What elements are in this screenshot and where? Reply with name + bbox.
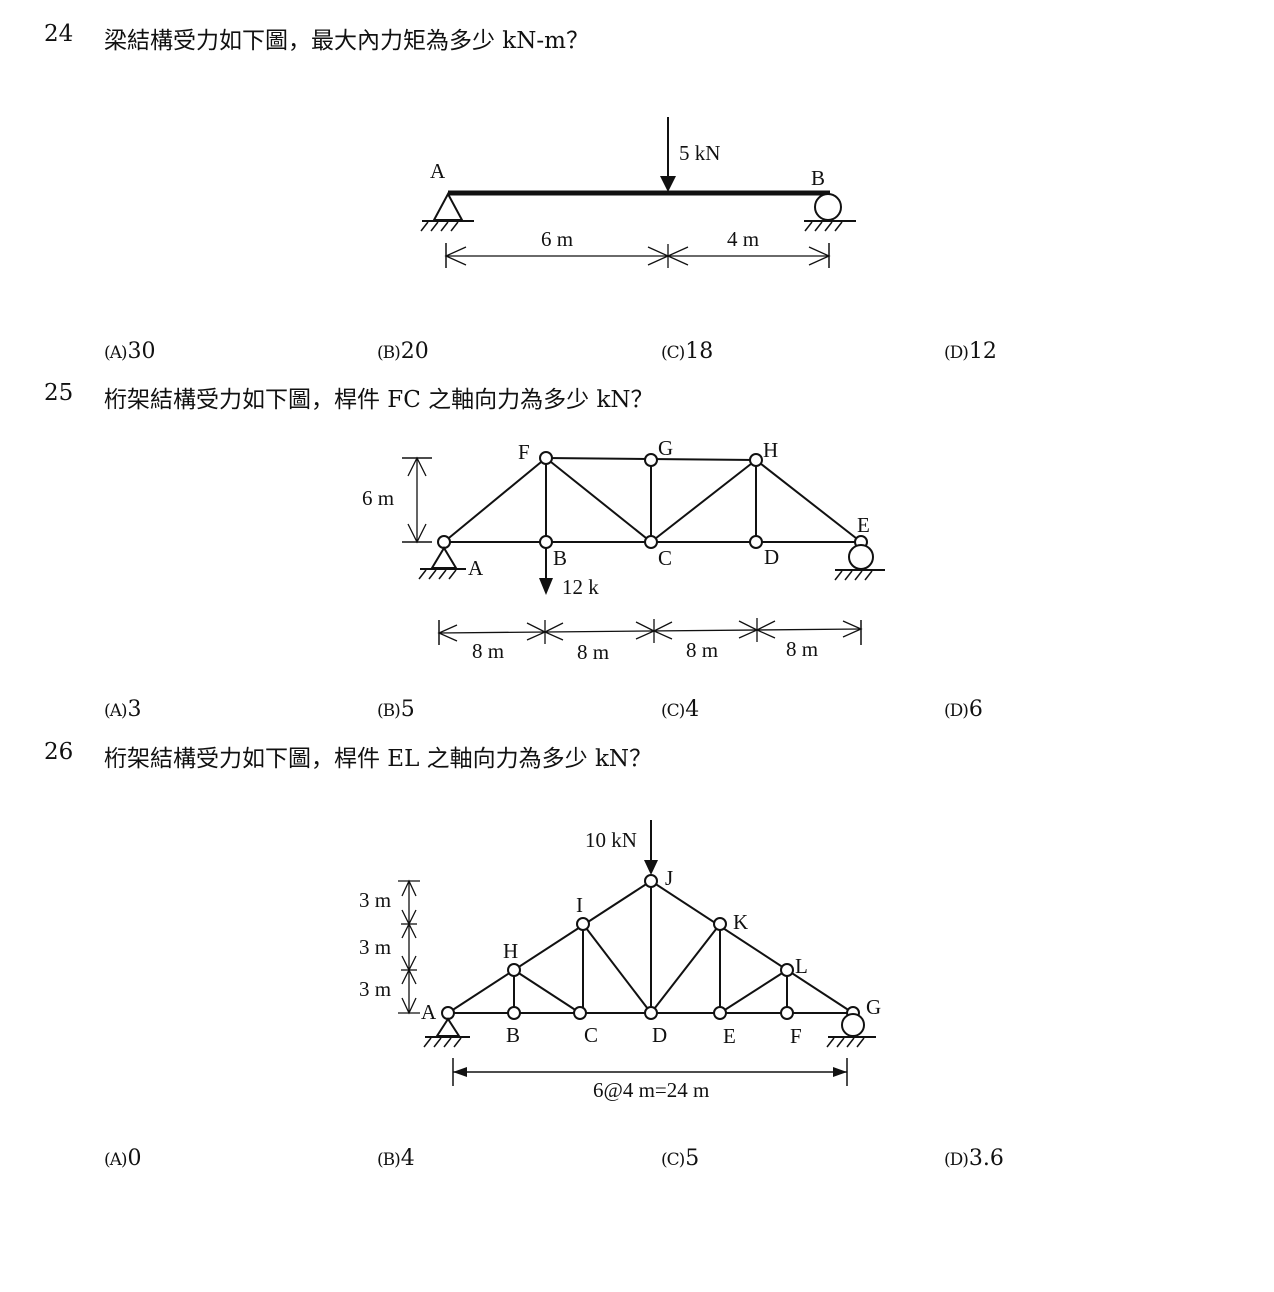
question-25-text: 桁架結構受力如下圖，桿件 FC 之軸向力為多少 kN？ bbox=[104, 387, 654, 413]
node-g-label: G bbox=[866, 995, 881, 1019]
question-24-option-b[interactable]: (B)20 bbox=[377, 339, 429, 364]
node-k bbox=[713, 917, 727, 931]
node-f-label: F bbox=[518, 440, 530, 464]
node-e-label: E bbox=[723, 1024, 736, 1048]
node-f bbox=[780, 1006, 794, 1020]
question-26-option-b[interactable]: (B)4 bbox=[377, 1146, 415, 1171]
node-i-label: I bbox=[576, 893, 583, 917]
load-label: 5 kN bbox=[679, 141, 720, 165]
question-24-number: 24 bbox=[44, 21, 74, 47]
question-25-number: 25 bbox=[44, 380, 74, 406]
point-a-label: A bbox=[430, 159, 446, 183]
node-e bbox=[713, 1006, 727, 1020]
node-k-label: K bbox=[733, 910, 748, 934]
question-26-option-a[interactable]: (A)0 bbox=[104, 1146, 142, 1171]
node-h bbox=[507, 963, 521, 977]
question-24-option-d[interactable]: (D)12 bbox=[944, 339, 997, 364]
node-c-label: C bbox=[658, 546, 672, 570]
span-label: 6@4 m=24 m bbox=[593, 1078, 709, 1102]
question-25-option-b[interactable]: (B)5 bbox=[377, 697, 415, 722]
point-b-label: B bbox=[811, 166, 825, 190]
node-l bbox=[780, 963, 794, 977]
question-24-option-c[interactable]: (C)18 bbox=[661, 339, 714, 364]
question-26-number: 26 bbox=[44, 739, 74, 765]
question-26-figure: 10 kN 3 m 3 m 3 m A B C D E F G H I J K … bbox=[0, 810, 1274, 1110]
pin-support-a bbox=[432, 191, 464, 221]
node-a-label: A bbox=[468, 556, 484, 580]
question-25-figure: 12 k 6 m A B C D E F G H 8 m 8 m 8 m 8 m bbox=[0, 430, 1274, 670]
node-b bbox=[507, 1006, 521, 1020]
node-h bbox=[749, 453, 763, 467]
node-d-label: D bbox=[652, 1023, 667, 1047]
node-c-label: C bbox=[584, 1023, 598, 1047]
load-label: 12 k bbox=[562, 575, 599, 599]
span-1-label: 8 m bbox=[472, 639, 504, 663]
span-right-label: 4 m bbox=[727, 227, 759, 251]
question-25-option-c[interactable]: (C)4 bbox=[661, 697, 700, 722]
node-c bbox=[644, 535, 658, 549]
node-h-label: H bbox=[763, 438, 778, 462]
node-b-label: B bbox=[506, 1023, 520, 1047]
roller-support-b bbox=[814, 193, 842, 221]
node-j-label: J bbox=[665, 866, 673, 890]
node-e-label: E bbox=[857, 513, 870, 537]
node-c bbox=[573, 1006, 587, 1020]
load-label: 10 kN bbox=[585, 828, 637, 852]
node-a-label: A bbox=[421, 1000, 437, 1024]
question-25-option-d[interactable]: (D)6 bbox=[944, 697, 983, 722]
span-3-label: 8 m bbox=[686, 638, 718, 662]
node-b bbox=[539, 535, 553, 549]
node-h-label: H bbox=[503, 939, 518, 963]
question-24-text: 梁結構受力如下圖，最大內力矩為多少 kN-m？ bbox=[104, 28, 589, 54]
node-d bbox=[644, 1006, 658, 1020]
span-4-label: 8 m bbox=[786, 637, 818, 661]
node-f-label: F bbox=[790, 1024, 802, 1048]
node-j bbox=[644, 874, 658, 888]
node-b-label: B bbox=[553, 546, 567, 570]
height-2-label: 3 m bbox=[359, 935, 391, 959]
node-d bbox=[749, 535, 763, 549]
node-f bbox=[539, 451, 553, 465]
node-d-label: D bbox=[764, 545, 779, 569]
height-label: 6 m bbox=[362, 486, 394, 510]
node-g-label: G bbox=[658, 436, 673, 460]
node-g bbox=[644, 453, 658, 467]
height-1-label: 3 m bbox=[359, 888, 391, 912]
question-26-option-d[interactable]: (D)3.6 bbox=[944, 1146, 1004, 1171]
question-26-text: 桁架結構受力如下圖，桿件 EL 之軸向力為多少 kN？ bbox=[104, 746, 653, 772]
height-3-label: 3 m bbox=[359, 977, 391, 1001]
span-left-label: 6 m bbox=[541, 227, 573, 251]
question-26-option-c[interactable]: (C)5 bbox=[661, 1146, 700, 1171]
question-24-option-a[interactable]: (A)30 bbox=[104, 339, 156, 364]
question-25-option-a[interactable]: (A)3 bbox=[104, 697, 142, 722]
node-i bbox=[576, 917, 590, 931]
node-l-label: L bbox=[795, 954, 808, 978]
question-24-figure: 5 kN A B 6 m 4 m bbox=[0, 110, 1274, 280]
span-2-label: 8 m bbox=[577, 640, 609, 664]
